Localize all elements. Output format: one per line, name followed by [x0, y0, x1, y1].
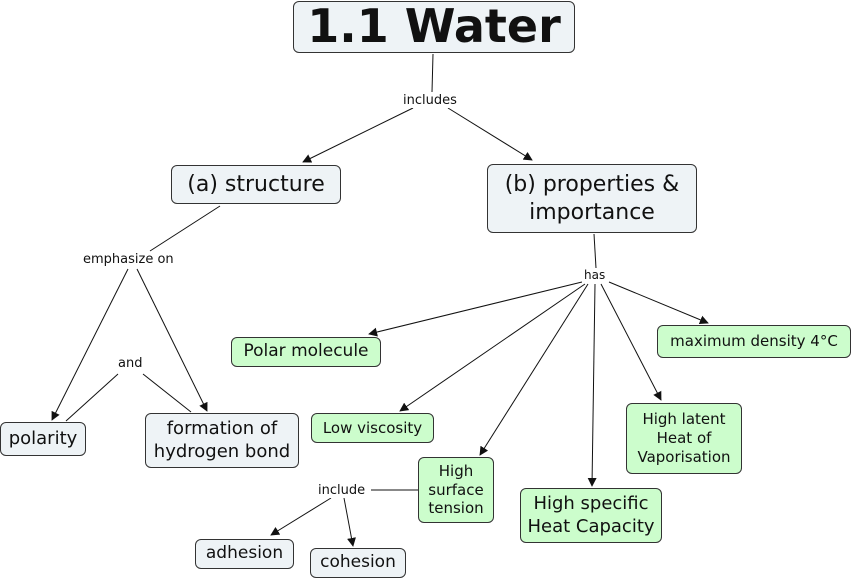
link-include: include [316, 483, 368, 498]
link-emphasize-on: emphasize on [81, 252, 176, 267]
low-viscosity-node: Low viscosity [311, 413, 434, 443]
arrow-includes-properties [447, 107, 533, 161]
link-and: and [116, 356, 145, 371]
arrow-has-polar [368, 281, 583, 337]
arrow-emphasize-polarity [51, 268, 129, 421]
hydrogen-bond-node: formation of hydrogen bond [145, 413, 299, 468]
properties-node: (b) properties & importance [487, 164, 697, 233]
arrow-includes-structure [302, 107, 414, 163]
arrow-has-viscosity [399, 283, 586, 412]
line-and-hbond [142, 373, 192, 413]
specific-heat-node: High specific Heat Capacity [520, 488, 662, 543]
line-title-includes [431, 53, 434, 93]
arrow-include-cohesion [343, 497, 356, 547]
polar-molecule-node: Polar molecule [231, 337, 381, 367]
line-properties-has [593, 233, 597, 269]
polarity-node: polarity [0, 422, 86, 456]
link-includes: includes [401, 93, 459, 108]
arrow-has-latent [600, 283, 662, 401]
max-density-node: maximum density 4°C [657, 325, 851, 358]
arrow-has-specific [587, 283, 597, 487]
title-text: 1.1 Water [307, 0, 561, 54]
adhesion-node: adhesion [195, 539, 294, 569]
cohesion-node: cohesion [310, 548, 406, 578]
line-structure-emphasize [149, 205, 221, 252]
latent-heat-node: High latent Heat of Vaporisation [626, 403, 742, 474]
surface-tension-node: High surface tension [418, 457, 494, 523]
title-node: 1.1 Water [293, 0, 575, 54]
arrow-emphasize-hbond [136, 268, 208, 412]
arrow-has-surface [479, 283, 589, 456]
structure-node: (a) structure [171, 165, 341, 204]
link-has: has [582, 268, 608, 283]
line-polarity-and [65, 373, 119, 422]
arrow-has-density [608, 281, 709, 325]
arrow-include-adhesion [270, 497, 332, 536]
